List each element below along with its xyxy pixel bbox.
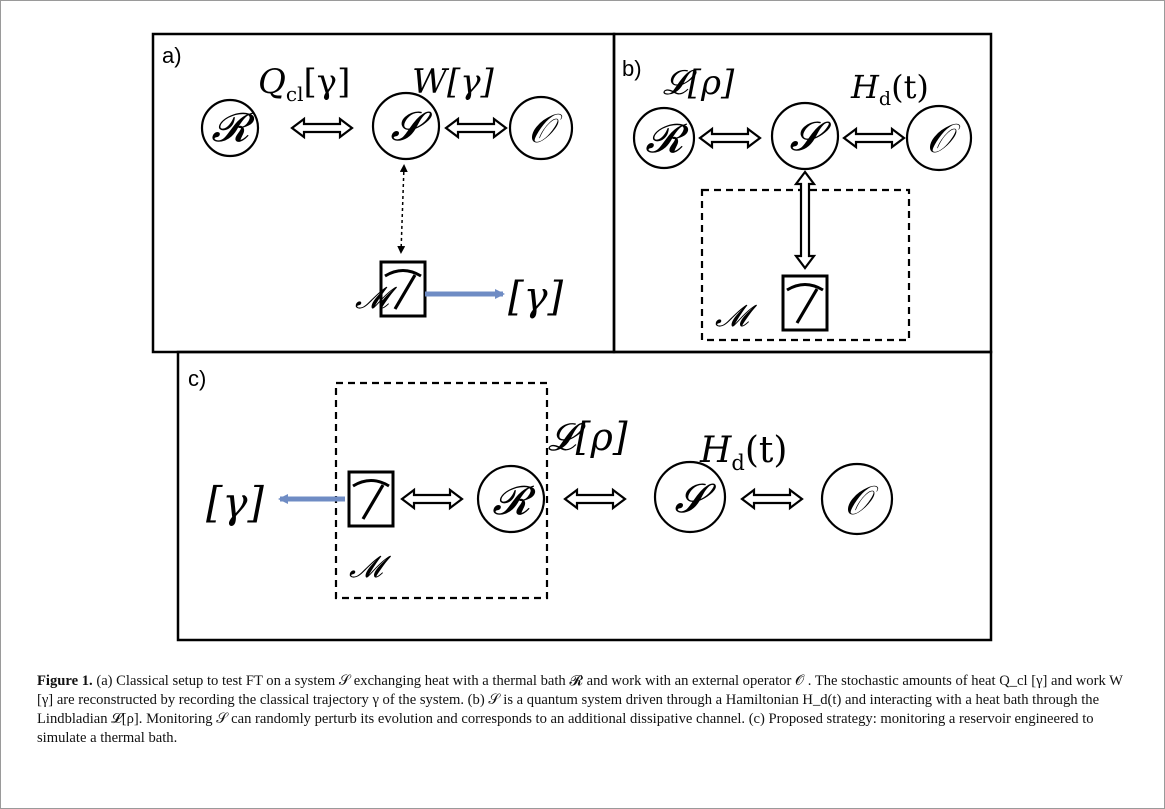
panel-b-letter: b) xyxy=(622,56,642,81)
system-node: 𝓢 xyxy=(770,101,840,171)
panel-a: a) Qcl[γ] W[γ] 𝓡 𝓢 𝒪 𝓜 [γ] xyxy=(151,32,616,354)
trajectory-label: [γ] xyxy=(206,478,264,527)
measurement-link xyxy=(397,164,408,254)
figure-diagram: a) Qcl[γ] W[γ] 𝓡 𝓢 𝒪 𝓜 [γ] xyxy=(151,32,993,642)
panel-c-letter: c) xyxy=(188,366,206,391)
double-arrow xyxy=(444,117,508,139)
heat-label: Qcl[γ] xyxy=(258,62,350,106)
operator-node: 𝒪 xyxy=(905,104,973,172)
panel-b: b) 𝓛[ρ] Hd(t) 𝓡 𝓢 𝒪 𝓜 xyxy=(612,32,993,354)
double-arrow xyxy=(740,488,804,510)
lindblad-label: 𝓛[ρ] xyxy=(548,415,628,459)
meter-label: 𝓜 xyxy=(715,299,758,334)
svg-text:Hd(t): Hd(t) xyxy=(850,68,929,110)
operator-node: 𝒪 xyxy=(820,462,894,536)
trajectory-label: [γ] xyxy=(508,274,564,320)
panel-a-letter: a) xyxy=(162,43,182,68)
hamiltonian-label: Hd(t) xyxy=(850,68,929,110)
svg-text:𝓡: 𝓡 xyxy=(645,116,689,162)
meter-icon xyxy=(781,274,829,332)
double-arrow xyxy=(290,117,354,139)
svg-text:Qcl[γ]: Qcl[γ] xyxy=(258,62,350,106)
double-arrow xyxy=(563,488,627,510)
hamiltonian-label: Hd(t) xyxy=(699,430,787,475)
system-node: 𝓢 xyxy=(371,91,441,161)
svg-text:𝓡: 𝓡 xyxy=(211,105,255,151)
panel-c: c) [γ] 𝓜 𝓡 𝓛[ρ] 𝓢 Hd(t) 𝒪 xyxy=(176,350,993,642)
dashed-reservoir-box xyxy=(334,381,549,600)
meter-icon xyxy=(347,470,395,528)
reservoir-node: 𝓡 xyxy=(476,464,546,534)
double-arrow xyxy=(698,127,762,149)
vertical-double-arrow xyxy=(793,170,817,270)
reservoir-node: 𝓡 xyxy=(632,106,696,170)
figure-label: Figure 1. xyxy=(37,673,93,689)
lindblad-label: 𝓛[ρ] xyxy=(663,63,735,103)
svg-text:𝓡: 𝓡 xyxy=(492,478,536,524)
double-arrow xyxy=(400,488,464,510)
reservoir-node: 𝓡 xyxy=(200,98,260,158)
operator-node: 𝒪 xyxy=(508,95,574,161)
svg-text:Hd(t): Hd(t) xyxy=(699,430,787,475)
dashed-measurement-box xyxy=(700,188,911,342)
meter-label: 𝓜 xyxy=(349,550,392,585)
system-node: 𝓢 xyxy=(653,460,727,534)
caption-text: (a) Classical setup to test FT on a syst… xyxy=(37,673,1123,746)
work-label: W[γ] xyxy=(412,62,495,102)
double-arrow xyxy=(842,127,906,149)
figure-caption: Figure 1. (a) Classical setup to test FT… xyxy=(37,672,1127,748)
